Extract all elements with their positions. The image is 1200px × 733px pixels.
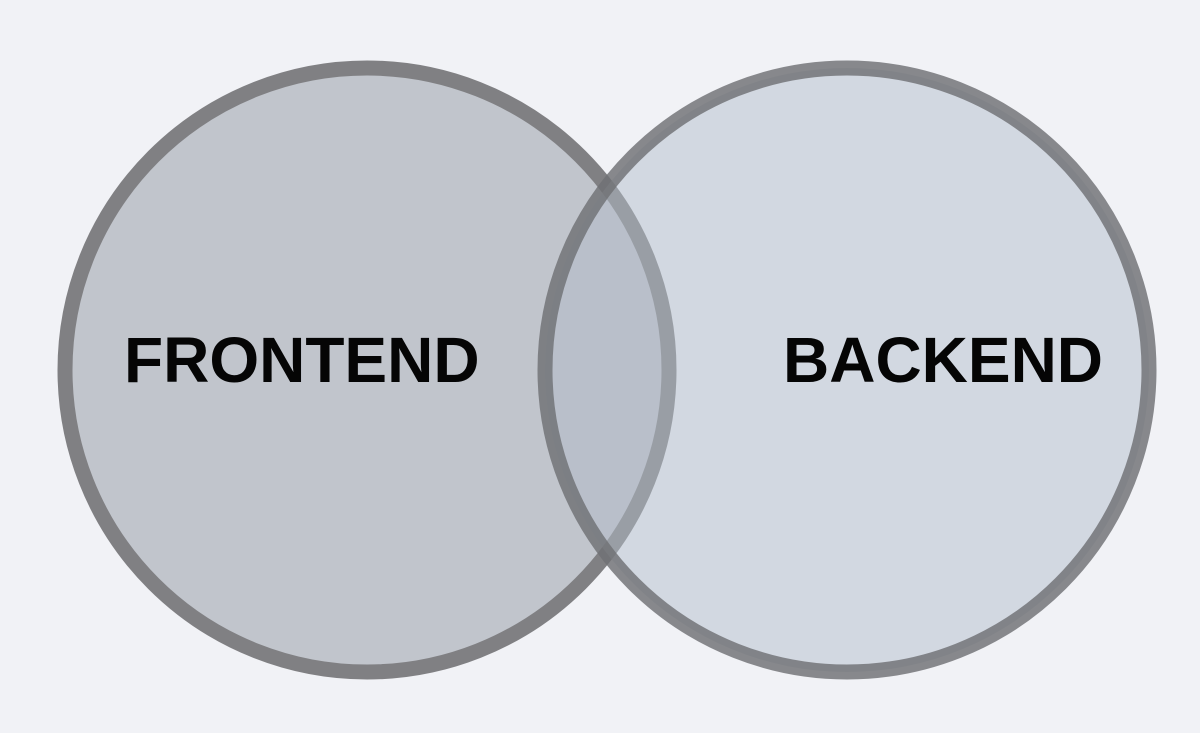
backend-circle-outline: [537, 60, 1157, 680]
frontend-label: FRONTEND: [124, 324, 480, 396]
backend-label: BACKEND: [783, 324, 1103, 396]
intersection-region: [545, 68, 677, 672]
backend-circle: [545, 68, 1149, 672]
